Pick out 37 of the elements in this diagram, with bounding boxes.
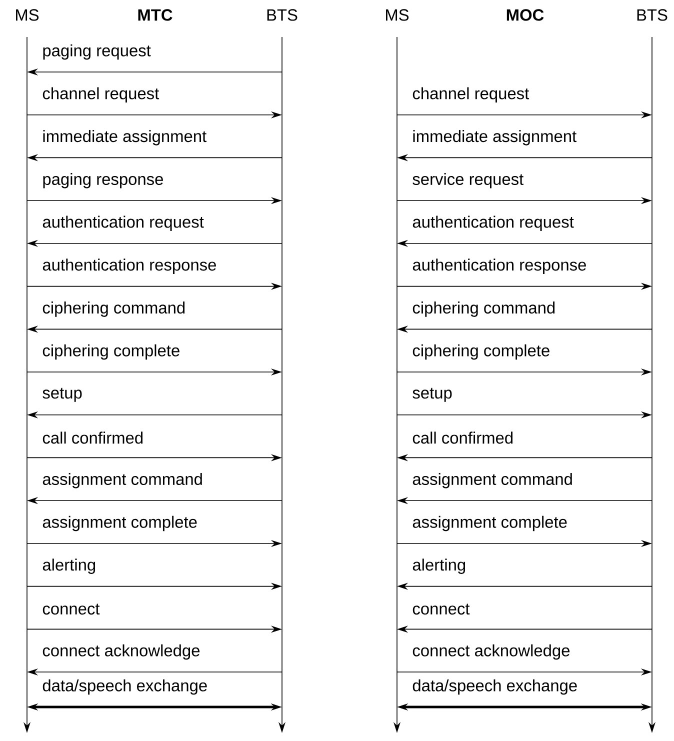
edge-label: connect <box>411 602 471 616</box>
node-label: MS <box>16 9 39 21</box>
column-label: MOC <box>506 9 544 21</box>
edge-label: ciphering complete <box>41 343 182 361</box>
edge-label: alerting <box>41 558 98 575</box>
edge-label: data/speech exchange <box>411 678 579 696</box>
edge-label: connect <box>41 602 101 616</box>
edge-label: setup <box>411 386 454 403</box>
edge-label: data/speech exchange <box>41 678 209 696</box>
edge-label: channel request <box>411 86 530 104</box>
edge-label: assignment command <box>411 472 574 490</box>
node-label: MS <box>386 9 409 21</box>
column-label: MTC <box>138 9 172 21</box>
node-label: BTS <box>267 9 298 21</box>
edge-label: channel request <box>41 86 160 104</box>
edge-label: setup <box>41 386 84 403</box>
edge-label: ciphering command <box>411 300 557 318</box>
edge-label: ciphering complete <box>411 343 552 361</box>
edge-label: service request <box>411 172 525 190</box>
edge-label: authentication response <box>41 258 218 275</box>
node-label: BTS <box>637 9 668 21</box>
edge-label: assignment complete <box>411 514 569 532</box>
edge-label: authentication response <box>411 258 588 275</box>
edge-label: assignment complete <box>41 514 199 532</box>
edge-label: connect acknowledge <box>411 643 572 661</box>
edge-label: paging response <box>41 172 165 190</box>
edge-label: alerting <box>411 558 468 575</box>
edge-label: authentication request <box>411 214 575 232</box>
edge-label: ciphering command <box>41 300 187 318</box>
edge-label: connect acknowledge <box>41 643 202 661</box>
edge-label: assignment command <box>41 472 204 490</box>
edge-label: immediate assignment <box>411 129 578 146</box>
edge-label: call confirmed <box>411 430 515 445</box>
edge-label: paging request <box>41 43 152 61</box>
edge-label: authentication request <box>41 214 205 232</box>
edge-label: call confirmed <box>41 430 145 445</box>
edge-label: immediate assignment <box>41 129 208 146</box>
